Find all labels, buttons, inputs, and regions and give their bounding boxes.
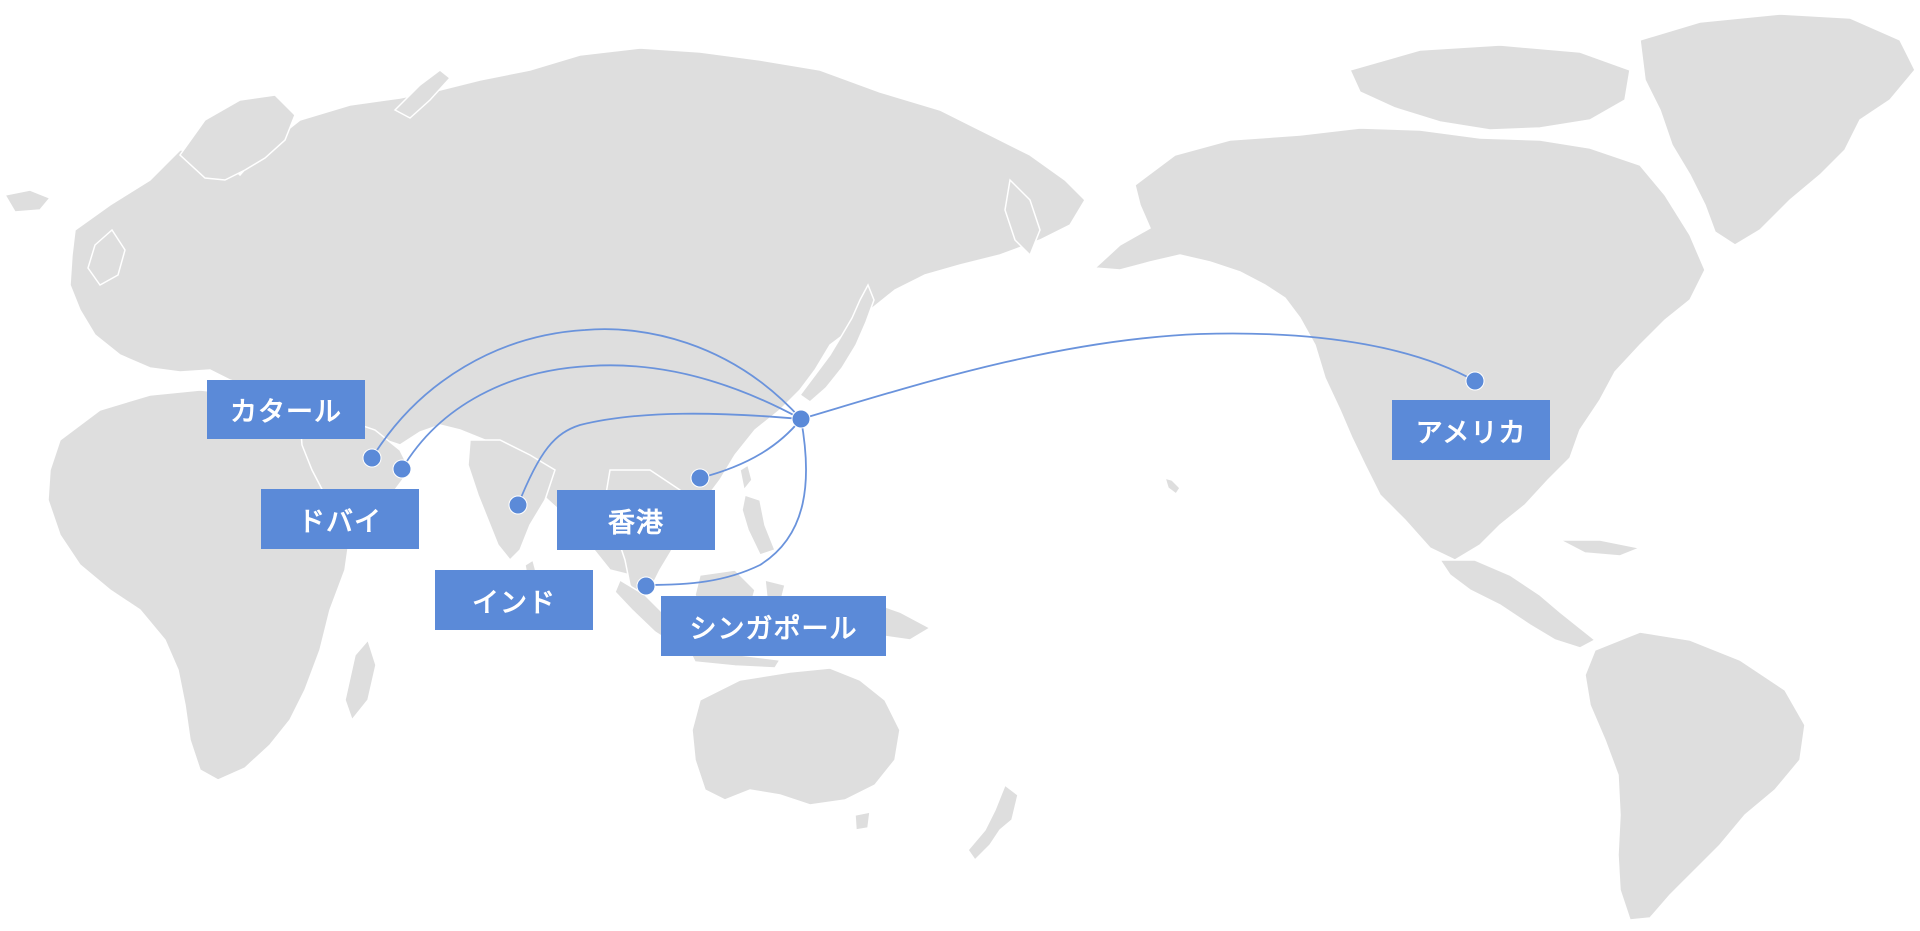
hub-marker-japan[interactable] (791, 409, 811, 429)
marker-dubai[interactable] (392, 459, 412, 479)
kamchatka-land (1004, 178, 1041, 257)
arctic-islands-land (1348, 44, 1631, 131)
scandinavia-land (179, 94, 296, 181)
marker-hongkong[interactable] (690, 468, 710, 488)
philippines-land (741, 494, 776, 556)
madagascar-land (344, 638, 377, 722)
routes (371, 328, 1476, 586)
iceland-land (3, 189, 52, 213)
marker-singapore[interactable] (636, 576, 656, 596)
route-to-singapore (645, 418, 807, 586)
japan-land (798, 283, 875, 403)
label-singapore[interactable]: シンガポール (661, 596, 886, 656)
label-hongkong[interactable]: 香港 (557, 490, 715, 550)
landmasses (3, 13, 1916, 921)
british-isles-land (87, 228, 126, 286)
south-america-land (1584, 631, 1806, 921)
label-dubai[interactable]: ドバイ (261, 489, 419, 549)
marker-usa[interactable] (1465, 371, 1485, 391)
label-india[interactable]: インド (435, 570, 593, 630)
route-to-usa (800, 332, 1476, 420)
hawaii-land (1163, 476, 1181, 496)
tasmania-land (854, 811, 871, 831)
central-america-land (1438, 559, 1597, 649)
route-to-qatar (371, 328, 802, 459)
new-zealand-land (967, 783, 1019, 862)
novaya-zemlya-land (393, 69, 452, 119)
marker-india[interactable] (508, 495, 528, 515)
taiwan-land (739, 463, 753, 492)
label-usa[interactable]: アメリカ (1392, 400, 1550, 460)
route-to-hongkong (699, 418, 802, 479)
markers (362, 371, 1485, 596)
route-to-dubai (401, 364, 802, 470)
greenland-land (1639, 13, 1916, 246)
caribbean-land (1559, 539, 1643, 557)
route-to-india (517, 412, 802, 506)
marker-qatar[interactable] (362, 448, 382, 468)
australia-land (691, 667, 901, 806)
label-qatar[interactable]: カタール (207, 380, 365, 439)
north-america-land (1093, 127, 1706, 561)
